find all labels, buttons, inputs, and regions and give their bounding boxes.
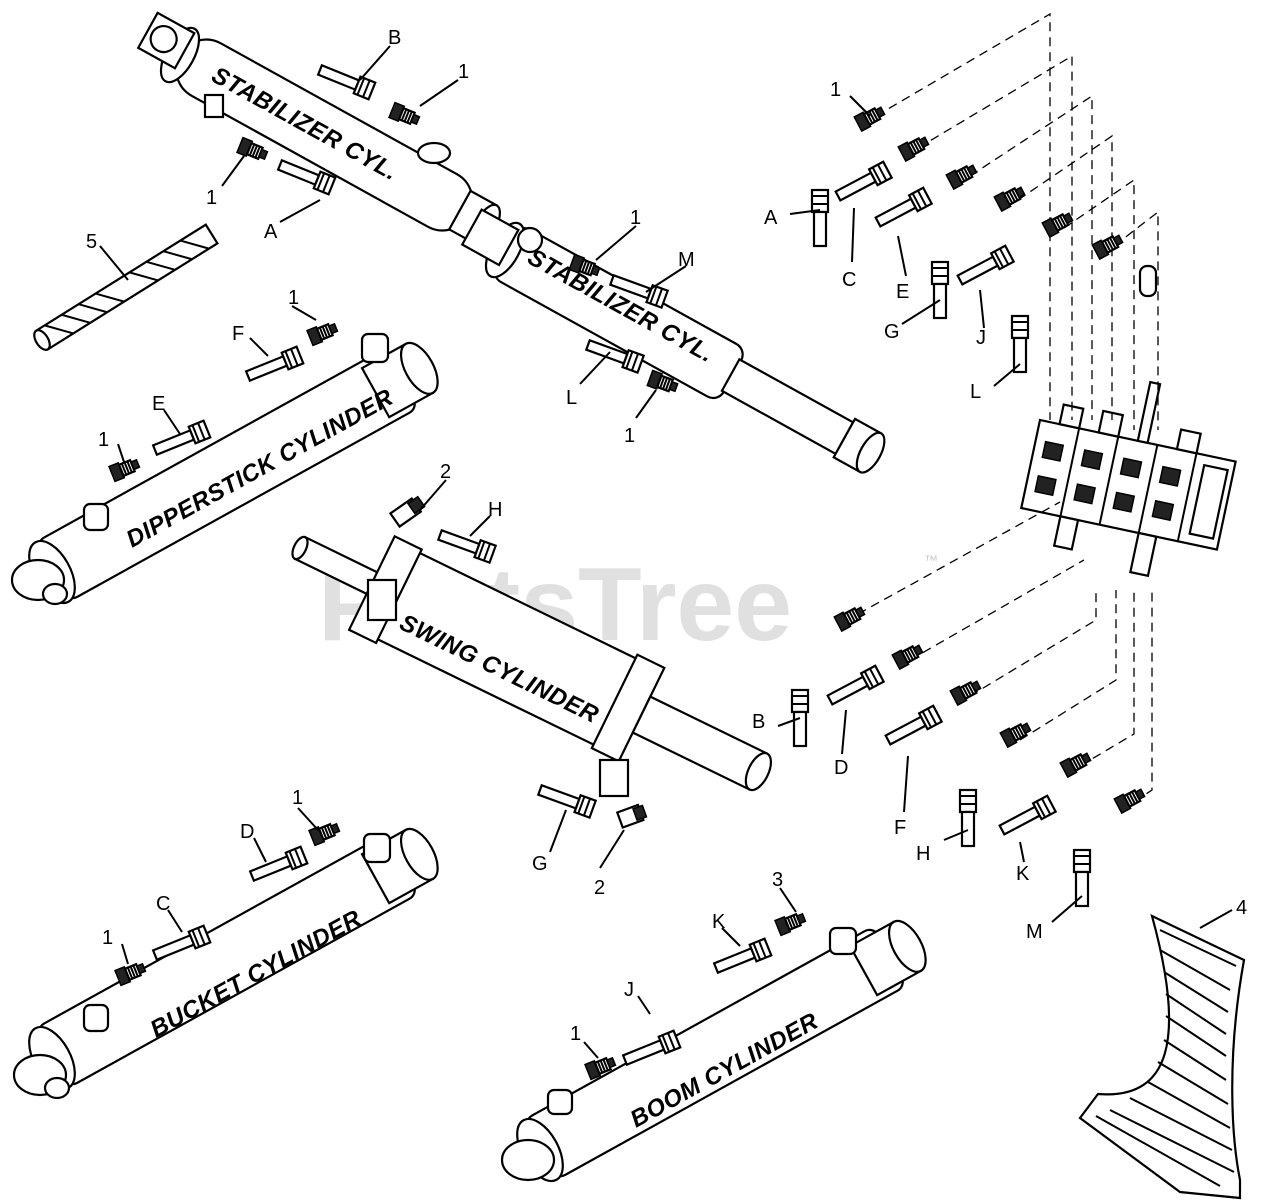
valve-fittings-lower: [792, 602, 1148, 906]
callout-bucket-C: C: [156, 893, 170, 915]
callout-swing-H: H: [488, 499, 502, 521]
hose-guard-4: [1078, 913, 1246, 1200]
callout-valve-1: 1: [830, 79, 841, 101]
callout-bucket-D: D: [240, 821, 254, 843]
callout-dip-E: E: [152, 393, 165, 415]
bucket-cylinder: BUCKET CYLINDER: [12, 818, 439, 1100]
callout-valve-J: J: [976, 327, 986, 349]
callout-stab2-M: M: [678, 249, 695, 271]
callout-swing-G: G: [532, 853, 548, 875]
callout-valve-M: M: [1026, 921, 1043, 943]
callout-4: 4: [1236, 897, 1247, 919]
callout-swing-2a: 2: [440, 461, 451, 483]
callout-valve-L: L: [970, 381, 981, 403]
callout-stab2-1a: 1: [630, 207, 641, 229]
callout-stab1-1a: 1: [458, 61, 469, 83]
callout-bucket-1a: 1: [292, 787, 303, 809]
stabilizer-cylinder-upper: STABILIZER CYL.: [136, 11, 502, 246]
stabilizer-cylinder-lower: STABILIZER CYL.: [460, 208, 886, 474]
callout-5: 5: [86, 231, 97, 253]
callout-stab1-1b: 1: [206, 187, 217, 209]
callout-valve-B: B: [752, 711, 765, 733]
callout-boom-K: K: [712, 911, 726, 933]
callout-dip-1a: 1: [288, 287, 299, 309]
boom-cylinder: BOOM CYLINDER: [500, 908, 927, 1183]
control-valve-bank: [1019, 264, 1237, 578]
callout-valve-K: K: [1016, 863, 1030, 885]
callout-swing-2b: 2: [594, 877, 605, 899]
callout-boom-1: 1: [570, 1023, 581, 1045]
connection-lines: [857, 12, 1159, 803]
callout-boom-3: 3: [772, 869, 783, 891]
watermark-trademark: ™: [924, 552, 938, 568]
callout-valve-H: H: [916, 843, 930, 865]
callout-valve-G: G: [884, 321, 900, 343]
callout-boom-J: J: [624, 979, 634, 1001]
leader-lines: [99, 45, 1233, 1059]
callout-dip-1b: 1: [98, 429, 109, 451]
callout-valve-F: F: [894, 817, 906, 839]
callout-bucket-1b: 1: [102, 927, 113, 949]
callout-stab2-L: L: [566, 387, 577, 409]
callout-dip-F: F: [232, 323, 244, 345]
callout-stab2-1b: 1: [624, 425, 635, 447]
callout-valve-A: A: [764, 207, 778, 229]
valve-fittings-upper: [812, 102, 1126, 372]
callout-stab1-B: B: [388, 27, 401, 49]
callout-stab1-A: A: [264, 221, 278, 243]
hose-sleeve-5: [33, 223, 219, 351]
callout-valve-E: E: [896, 281, 909, 303]
callout-valve-C: C: [842, 269, 856, 291]
callout-labels: B 1 1 A 5 1 F E 1 1 M L 1 2 H G 2 1 D C …: [86, 27, 1247, 1045]
callout-valve-D: D: [834, 757, 848, 779]
